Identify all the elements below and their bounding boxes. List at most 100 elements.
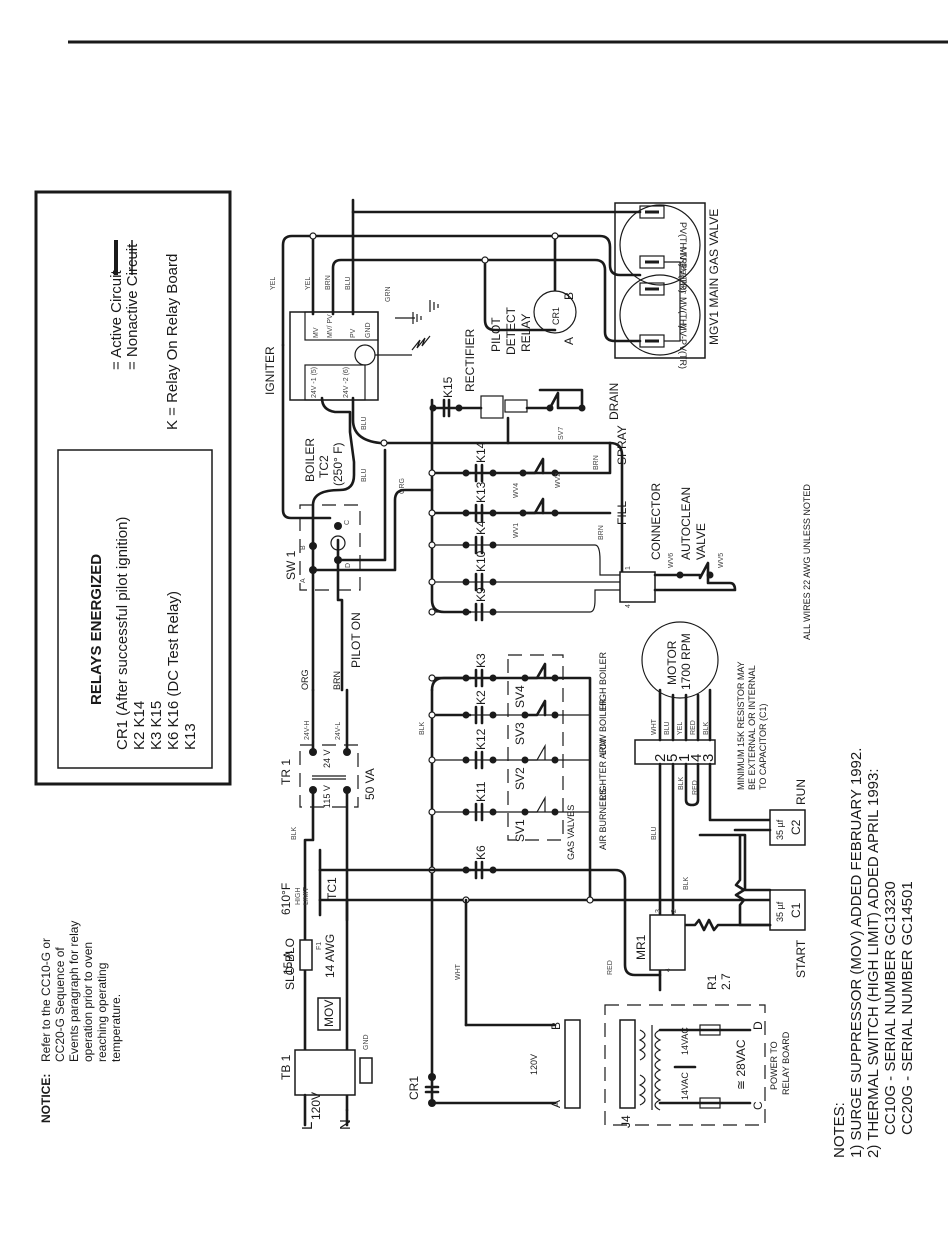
svg-text:RED: RED <box>692 780 699 795</box>
relay-label: K14 <box>474 441 488 463</box>
relay-label: K9 <box>474 587 488 602</box>
svg-text:AIR BURNERS: AIR BURNERS <box>598 788 608 850</box>
igniter: MV MV/ PV PV GND 24V -1 (5) 24V -2 (6) I… <box>263 300 439 401</box>
svg-text:14 AWG: 14 AWG <box>323 934 337 978</box>
main-gas-valve: JUMPER PV(TH-TR) MV-PV(TR) MV(TH) MV-PV(… <box>614 202 721 369</box>
svg-text:2: 2 <box>671 909 678 913</box>
relay-label: K13 <box>474 481 488 503</box>
legend-box: = Active Circuit = Nonactive Circuit K =… <box>34 190 232 786</box>
svg-text:SV1: SV1 <box>513 819 527 842</box>
svg-text:GND: GND <box>365 322 372 338</box>
pilot-detect-relay: CR1 B A PILOT DETECT RELAY <box>489 290 577 355</box>
svg-text:35 µf: 35 µf <box>775 901 785 922</box>
svg-text:GAS VALVES: GAS VALVES <box>566 805 576 860</box>
relay-label: K3 <box>474 653 488 668</box>
svg-text:BOILER: BOILER <box>303 438 317 482</box>
svg-text:WV1: WV1 <box>513 523 520 538</box>
relay-label: K6 <box>474 845 488 860</box>
solenoid-sv4: SV4 <box>513 662 559 708</box>
svg-text:J4: J4 <box>619 1115 633 1128</box>
svg-text:115 V: 115 V <box>322 785 332 808</box>
svg-text:B: B <box>549 1022 563 1030</box>
svg-text:BE EXTERNAL OR INTERNAL: BE EXTERNAL OR INTERNAL <box>747 665 757 790</box>
notice-block: NOTICE: Refer to the CC10-G or CC20-G Se… <box>39 921 123 1123</box>
relay-contact-k11: K11 <box>428 781 497 822</box>
svg-text:C1: C1 <box>789 902 803 918</box>
note-2: 2) THERMAL SWITCH (HIGH LIMIT) ADDED APR… <box>865 768 882 1158</box>
svg-text:24V -1 (5): 24V -1 (5) <box>311 367 318 398</box>
svg-text:120V: 120V <box>309 1092 323 1120</box>
svg-text:BLK: BLK <box>678 776 685 790</box>
svg-text:BRN: BRN <box>593 455 600 470</box>
svg-text:B: B <box>300 545 307 550</box>
relays-energized-title: RELAYS ENERGIZED <box>88 554 105 705</box>
svg-text:BLK: BLK <box>683 876 690 890</box>
svg-text:LIMIT: LIMIT <box>303 886 310 905</box>
water-valve: WV1 WV2 <box>513 473 562 538</box>
relay-label: K4 <box>474 520 488 535</box>
svg-text:MOTOR: MOTOR <box>665 640 679 685</box>
svg-text:4: 4 <box>665 968 672 972</box>
svg-text:ORG: ORG <box>399 478 406 494</box>
igniter-label: IGNITER <box>263 346 277 395</box>
gv-term-2: MV-PV(TR) <box>678 247 688 293</box>
svg-text:610°F: 610°F <box>279 883 293 915</box>
svg-text:BRN: BRN <box>332 671 342 690</box>
gv-term-4: MV-PV(TR) <box>678 323 688 369</box>
svg-text:SV2: SV2 <box>513 767 527 790</box>
svg-text:SV4: SV4 <box>513 685 527 708</box>
mov <box>317 997 341 1031</box>
svg-text:L: L <box>299 1122 316 1130</box>
svg-text:WV2: WV2 <box>555 473 562 488</box>
relay-contact-k2: K2 <box>428 690 497 725</box>
svg-text:15 A: 15 A <box>281 951 295 975</box>
gv-term-3: MV(TH) <box>678 297 688 329</box>
j4-connector: B A 120V J4 14VAC 14VAC ≅ 28VAC D C POWE… <box>529 1004 791 1128</box>
svg-text:BLU: BLU <box>664 721 671 735</box>
notice-line-2: CC20-G Sequence of <box>53 947 67 1062</box>
svg-text:BRN: BRN <box>325 275 332 290</box>
relay-line-4: K6 K16 (DC Test Relay) <box>165 591 182 750</box>
cr1-contact: CR1 <box>407 1073 440 1107</box>
svg-text:D: D <box>751 1021 765 1030</box>
svg-text:RED: RED <box>607 960 614 975</box>
svg-text:SV7: SV7 <box>558 427 565 440</box>
spray-label: SPRAY <box>615 425 629 465</box>
drain-label: DRAIN <box>607 383 621 420</box>
svg-text:3: 3 <box>655 909 662 913</box>
svg-text:14VAC: 14VAC <box>680 1072 690 1100</box>
relay-label: K12 <box>474 728 488 750</box>
svg-text:PILOT: PILOT <box>489 317 503 352</box>
svg-text:SV3: SV3 <box>513 722 527 745</box>
svg-text:BLK: BLK <box>419 721 426 735</box>
relay-contact-k9: K9 <box>428 587 497 622</box>
svg-text:WV6: WV6 <box>668 553 675 568</box>
svg-text:MR1: MR1 <box>634 934 648 960</box>
note-1: 1) SURGE SUPPRESSOR (MOV) ADDED FEBRUARY… <box>848 748 865 1158</box>
svg-text:BLU: BLU <box>651 826 658 840</box>
svg-text:4: 4 <box>625 604 632 608</box>
relay-line-1: CR1 (After successful pilot ignition) <box>114 517 131 750</box>
svg-text:TB 1: TB 1 <box>279 1054 293 1080</box>
fuse-f1 <box>299 939 313 971</box>
pilot-on-label: PILOT ON <box>349 612 363 668</box>
svg-text:24V-L: 24V-L <box>335 722 342 740</box>
svg-text:≅ 28VAC: ≅ 28VAC <box>734 1039 748 1090</box>
k-relay-note: K = Relay On Relay Board <box>164 254 181 430</box>
svg-text:BLK: BLK <box>291 826 298 840</box>
relay-line-3: K3 K15 <box>148 701 165 750</box>
svg-text:HIGH BOILER: HIGH BOILER <box>598 651 608 710</box>
motor-pin: 4 <box>688 754 705 762</box>
svg-text:TC1: TC1 <box>325 877 339 900</box>
svg-text:AUTOCLEAN: AUTOCLEAN <box>679 487 693 560</box>
svg-text:RELAY BOARD: RELAY BOARD <box>781 1031 791 1095</box>
notes-block: NOTES: 1) SURGE SUPPRESSOR (MOV) ADDED F… <box>831 748 916 1158</box>
svg-text:CR1: CR1 <box>407 1076 421 1100</box>
svg-text:BLU: BLU <box>345 276 352 290</box>
svg-text:SLO-BLO: SLO-BLO <box>283 938 297 990</box>
fill-label: FILL <box>615 501 629 525</box>
svg-text:24V -2 (6): 24V -2 (6) <box>343 367 350 398</box>
svg-text:YEL: YEL <box>305 277 312 290</box>
relay-label: K2 <box>474 690 488 705</box>
